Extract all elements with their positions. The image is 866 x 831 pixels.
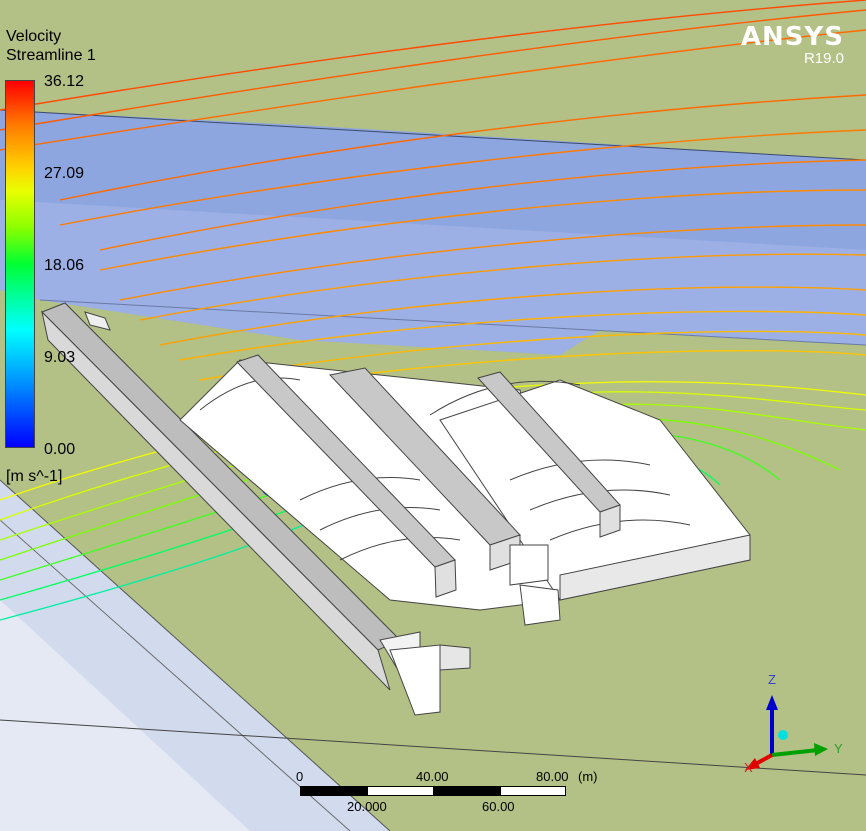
scale-label-0: 0 <box>296 769 304 784</box>
triad-label-x: X <box>744 760 753 775</box>
legend-tick-max: 36.12 <box>44 73 85 90</box>
scale-unit: (m) <box>578 769 598 784</box>
scale-label-60: 60.00 <box>482 799 515 814</box>
legend-tick-1: 9.03 <box>44 349 76 366</box>
scale-label-80: 80.00 <box>536 769 569 784</box>
weir-structure <box>41 302 751 716</box>
axis-triad <box>745 695 828 770</box>
water-edge <box>0 109 866 161</box>
fast-streamlines <box>0 0 866 396</box>
scale-label-20: 20.000 <box>347 799 387 814</box>
legend-tick-2: 18.06 <box>44 257 85 274</box>
scale-label-40: 40.00 <box>416 769 449 784</box>
legend-subtitle: Streamline 1 <box>6 47 96 64</box>
channel-edge-2 <box>0 519 351 831</box>
triad-label-z: Z <box>768 672 776 687</box>
water-edge-lower <box>39 299 866 346</box>
legend-unit: [m s^-1] <box>6 468 63 485</box>
long-wall-front <box>41 310 391 691</box>
triad-label-y: Y <box>834 741 843 756</box>
legend-tick-3: 27.09 <box>44 165 85 182</box>
horizon-line <box>0 719 866 776</box>
legend-tick-min: 0.00 <box>44 441 76 458</box>
scale-bar <box>300 786 566 796</box>
brand-version: R19.0 <box>803 50 844 67</box>
legend-title: Velocity <box>6 28 62 45</box>
water-surface-light <box>0 200 866 355</box>
brand-logo: ANSYS <box>740 22 844 52</box>
color-bar <box>5 80 35 448</box>
